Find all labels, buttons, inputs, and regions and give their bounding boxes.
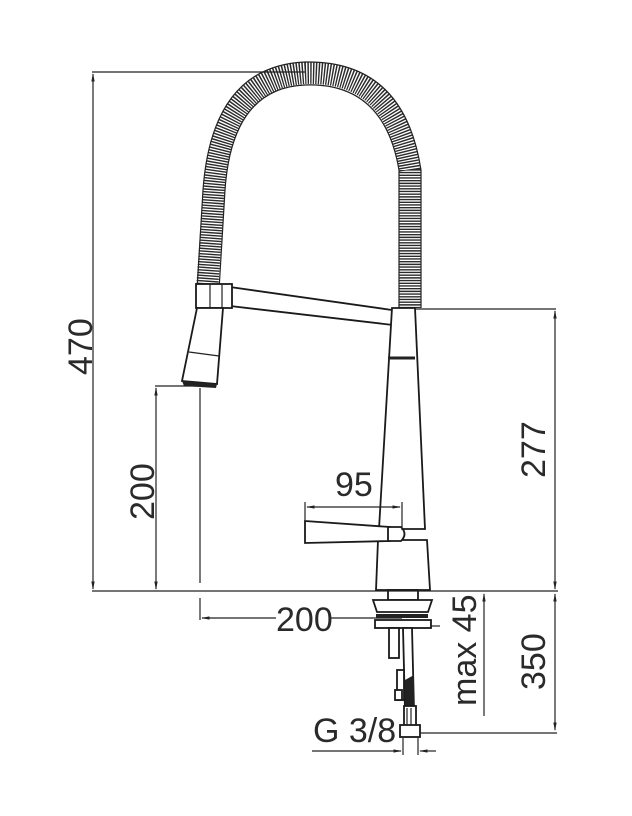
label-95: 95 — [335, 466, 373, 504]
dimension-hose-length: 350 — [420, 593, 557, 734]
dimension-thread: G 3/8 — [312, 712, 436, 755]
label-g38: G 3/8 — [313, 712, 396, 750]
spray-head — [180, 307, 224, 388]
dimension-spout-height: 200 — [124, 385, 201, 590]
label-200-reach: 200 — [276, 601, 333, 639]
lever-handle — [304, 520, 391, 544]
label-200-height: 200 — [124, 463, 162, 520]
label-max-45: max 45 — [446, 595, 484, 707]
dimension-body-height: 277 — [415, 308, 557, 590]
faucet-body — [304, 307, 431, 591]
label-470: 470 — [62, 318, 100, 375]
dimension-max-deck: max 45 — [430, 593, 486, 716]
dimension-total-height: 470 — [62, 71, 305, 590]
label-350: 350 — [515, 633, 553, 690]
label-277: 277 — [515, 421, 553, 478]
mounting-hardware — [371, 589, 434, 738]
spring-hose — [196, 61, 422, 308]
spout-arm — [195, 283, 394, 327]
dimension-spout-reach: 200 — [199, 598, 402, 639]
dimension-lever-length: 95 — [304, 466, 403, 530]
